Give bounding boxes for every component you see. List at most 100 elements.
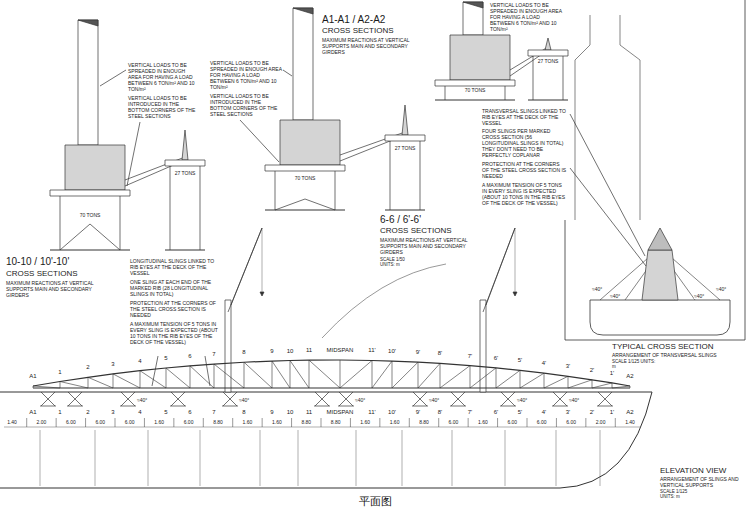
dimension-tick bbox=[585, 418, 586, 427]
dimension-tick bbox=[438, 418, 439, 427]
truss-vertical bbox=[392, 361, 393, 388]
section-number: 4 bbox=[138, 358, 141, 365]
vertical-support bbox=[120, 392, 136, 406]
dimension-tick bbox=[321, 418, 322, 427]
truss-vertical bbox=[272, 361, 273, 388]
vertical-support bbox=[552, 392, 568, 406]
scale-note: SCALE 1/125 UNITS: m bbox=[612, 359, 657, 370]
crane-hook bbox=[513, 292, 517, 296]
note-text: A MAXIMUM TENSION OF 5 TONS IN EVERY SLI… bbox=[130, 321, 218, 345]
section-number: 6' bbox=[494, 409, 498, 416]
section-number: 10' bbox=[388, 409, 396, 416]
leader-line bbox=[570, 168, 646, 266]
girder-cap bbox=[463, 2, 483, 8]
section-number: 11' bbox=[368, 347, 375, 354]
lifting-sling bbox=[322, 264, 446, 338]
section-number: 11' bbox=[368, 409, 375, 416]
load-label: 27 TONS bbox=[175, 170, 196, 176]
truss-vertical bbox=[290, 361, 291, 388]
truss-diagonal bbox=[418, 363, 440, 388]
section-number: 9 bbox=[270, 348, 273, 355]
dimension-label: 6.00 bbox=[66, 419, 76, 425]
leader-line bbox=[127, 122, 140, 186]
dimension-label: 6.00 bbox=[95, 419, 105, 425]
section-number: 7 bbox=[212, 409, 215, 416]
angle-label: ≈40° bbox=[137, 397, 147, 403]
dimension-label: 1.40 bbox=[7, 419, 17, 425]
section-number: 9 bbox=[270, 409, 273, 416]
support-leg bbox=[505, 86, 506, 100]
note-text: PROTECTION AT THE CORNERS OF THE STEEL C… bbox=[130, 300, 218, 318]
truss-diagonal bbox=[544, 376, 568, 388]
support-leg bbox=[390, 141, 391, 210]
section-marker-line bbox=[260, 430, 261, 486]
section-subtitle: CROSS SECTIONS bbox=[6, 269, 78, 279]
note-text: TRANSVERSAL SLINGS LINKED TO RIB EYES AT… bbox=[482, 108, 567, 126]
truss-diagonal bbox=[470, 368, 496, 388]
dimension-tick bbox=[26, 418, 27, 427]
section-number: 4' bbox=[542, 360, 546, 367]
load-label: 70 TONS bbox=[80, 212, 101, 218]
vertical-support bbox=[67, 392, 83, 406]
section-marker-line bbox=[95, 430, 96, 486]
section-number: 8' bbox=[438, 350, 442, 357]
truss-vertical bbox=[520, 370, 521, 388]
truss-diagonal bbox=[60, 382, 88, 388]
section-title: 10-10 / 10'-10' bbox=[6, 256, 69, 268]
dimension-tick bbox=[468, 418, 469, 427]
truss-vertical bbox=[309, 360, 310, 388]
support-foot bbox=[265, 210, 345, 211]
section-number: 1' bbox=[610, 409, 614, 416]
dimension-label: 1.60 bbox=[243, 419, 253, 425]
vessel-deck bbox=[0, 392, 652, 393]
dimension-label: 8.80 bbox=[213, 419, 223, 425]
truss-diagonal bbox=[440, 366, 470, 388]
support-foot bbox=[435, 100, 515, 101]
dimension-label: 1.60 bbox=[390, 419, 400, 425]
dimension-tick bbox=[291, 418, 292, 427]
truss-vertical bbox=[592, 380, 593, 388]
illustration bbox=[0, 0, 745, 488]
section-number: 5' bbox=[518, 357, 522, 364]
dimension-label: 6.00 bbox=[566, 419, 576, 425]
support-leg bbox=[170, 166, 171, 250]
arch-section bbox=[648, 228, 672, 250]
truss-vertical bbox=[88, 377, 89, 388]
girder-cap bbox=[293, 8, 313, 14]
load-label: 27 TONS bbox=[538, 58, 559, 64]
truss-diagonal bbox=[520, 373, 544, 388]
truss-diagonal bbox=[496, 370, 520, 388]
section-marker-line bbox=[402, 430, 403, 486]
section-marker-line bbox=[298, 430, 299, 486]
note-text: PROTECTION AT THE CORNERS OF THE STEEL C… bbox=[482, 161, 567, 179]
support-foot bbox=[385, 210, 425, 211]
truss-diagonal bbox=[113, 374, 140, 388]
support-plate bbox=[165, 160, 205, 166]
steel-box-section bbox=[280, 120, 340, 165]
dimension-tick bbox=[85, 418, 86, 427]
dimension-tick bbox=[203, 418, 204, 427]
section-number: A1 bbox=[29, 373, 36, 380]
section-number: 3' bbox=[566, 409, 570, 416]
angle-label: ≈40° bbox=[716, 286, 726, 292]
vertical-support bbox=[500, 392, 516, 406]
note-text: MAXIMUM REACTIONS AT VERTICAL SUPPORTS M… bbox=[322, 37, 417, 55]
section-number: 1 bbox=[58, 369, 61, 376]
truss-diagonal bbox=[190, 366, 214, 388]
dimension-tick bbox=[556, 418, 557, 427]
support-foot bbox=[165, 250, 205, 251]
leader-line bbox=[152, 356, 158, 386]
vessel-hull-section bbox=[590, 300, 730, 335]
angle-label: ≈40° bbox=[429, 397, 439, 403]
note-text: A MAXIMUM TENSION OF 5 TONS IN EVERY SLI… bbox=[482, 182, 567, 206]
section-number: 5' bbox=[518, 409, 522, 416]
dimension-label: 6.00 bbox=[537, 419, 547, 425]
dimension-label: 6.00 bbox=[449, 419, 459, 425]
support-leg bbox=[563, 56, 564, 100]
truss-diagonal bbox=[33, 386, 60, 388]
secondary-girder-section bbox=[182, 130, 188, 160]
secondary-girder-section bbox=[545, 38, 551, 50]
section-number: 8 bbox=[242, 349, 245, 356]
steel-box-section bbox=[65, 145, 125, 190]
section-number: 1' bbox=[610, 370, 614, 377]
